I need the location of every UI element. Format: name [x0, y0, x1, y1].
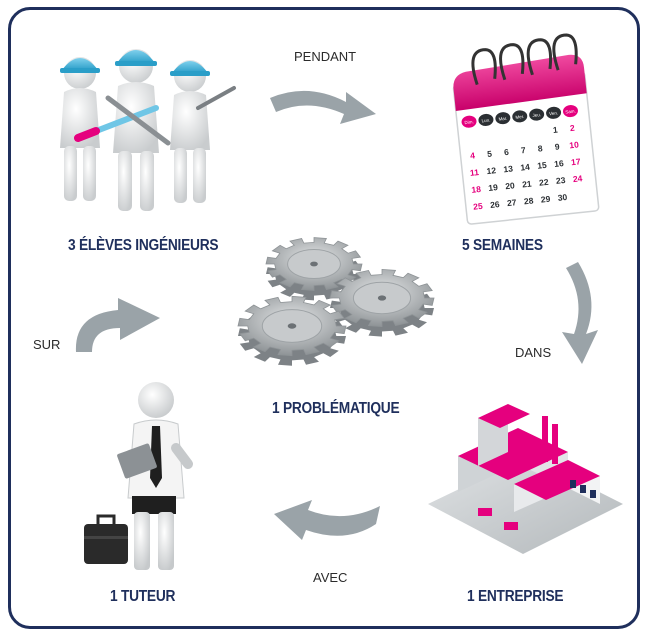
- calendar-date: 24: [572, 173, 583, 184]
- calendar-date: 29: [540, 194, 551, 205]
- calendar-date: 16: [554, 158, 565, 169]
- calendar-day-header: Jeu.: [532, 112, 541, 118]
- connector-during: PENDANT: [294, 49, 357, 64]
- tutor-illustration: [84, 382, 193, 570]
- label-weeks: 5 SEMAINES: [462, 237, 543, 254]
- calendar-day-badge: [478, 113, 494, 126]
- calendar-date: 14: [520, 162, 531, 173]
- calendar-date: 27: [507, 197, 518, 208]
- company-illustration: [428, 404, 623, 554]
- calendar-date: 26: [490, 199, 501, 210]
- calendar-date: 19: [488, 182, 499, 193]
- calendar-date: 11: [469, 167, 479, 178]
- calendar-day-header: Lun.: [481, 117, 490, 123]
- calendar-date: 30: [557, 192, 568, 203]
- calendar-date: 13: [503, 163, 514, 174]
- students-illustration: [60, 49, 236, 211]
- calendar-date: 12: [486, 165, 497, 176]
- label-tutor: 1 TUTEUR: [110, 588, 176, 605]
- calendar-date: 18: [471, 184, 482, 195]
- calendar-day-header: Mer.: [515, 114, 524, 120]
- briefcase-icon: [84, 514, 128, 564]
- calendar-day-header: Sam.: [565, 109, 576, 115]
- gear-left: [237, 295, 347, 366]
- engineer-right: [170, 60, 236, 203]
- calendar-day-header: Dim.: [464, 119, 474, 125]
- engineer-left: [60, 57, 100, 201]
- calendar-date: 17: [571, 156, 582, 167]
- calendar-date: 5: [487, 148, 493, 158]
- gear-top: [265, 237, 363, 301]
- calendar-date: 6: [504, 147, 510, 157]
- calendar-date: 21: [522, 179, 533, 190]
- calendar-date: 2: [569, 123, 575, 133]
- calendar-day-badge: [546, 106, 562, 119]
- calendar-date: 22: [539, 177, 550, 188]
- arrow-dans: [562, 262, 598, 364]
- label-problem: 1 PROBLÉMATIQUE: [272, 400, 400, 417]
- calendar-day-header: Mar.: [498, 116, 507, 122]
- calendar-date: 10: [569, 139, 580, 150]
- label-company: 1 ENTREPRISE: [467, 588, 564, 605]
- connector-in: DANS: [515, 345, 552, 360]
- calendar-day-badge: [512, 110, 528, 123]
- arrow-avec: [274, 500, 380, 540]
- calendar-day-header: Ven.: [549, 110, 558, 116]
- calendar-day-badge: [529, 108, 545, 121]
- calendar-date: 15: [537, 160, 548, 171]
- calendar-date: 9: [554, 141, 560, 151]
- engineer-middle: [74, 49, 171, 211]
- calendar-date: 28: [523, 195, 534, 206]
- label-students: 3 ÉLÈVES INGÉNIEURS: [68, 237, 219, 254]
- calendar-date: 7: [520, 145, 526, 155]
- gear-right: [329, 268, 435, 337]
- calendar-date: 1: [552, 124, 558, 134]
- connector-on: SUR: [33, 337, 61, 352]
- connector-with: AVEC: [313, 570, 348, 585]
- calendar-date: 20: [505, 180, 516, 191]
- gears-illustration: [237, 237, 435, 366]
- calendar-date: 8: [537, 143, 543, 153]
- arrow-pendant: [270, 90, 376, 124]
- calendar-day-badge: [495, 112, 511, 125]
- arrow-sur: [75, 298, 160, 352]
- calendar-date: 23: [555, 175, 566, 186]
- calendar-day-badge: [562, 105, 578, 118]
- calendar-date: 4: [470, 150, 476, 160]
- calendar-date: 25: [473, 201, 484, 212]
- calendar-day-badge: [461, 115, 477, 128]
